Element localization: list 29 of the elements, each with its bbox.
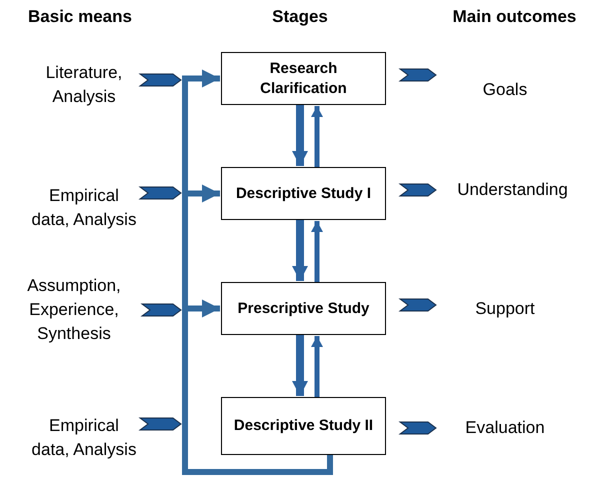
chevron-arrow (138, 186, 182, 200)
outcome-text: Understanding (440, 175, 585, 205)
arrow (292, 105, 308, 166)
chevron-arrow (398, 184, 437, 196)
basic-means-text: Literature, Analysis (30, 55, 138, 115)
chevron-arrow (398, 298, 437, 312)
arrow (311, 336, 323, 397)
chevron-arrow (138, 418, 182, 430)
stage-box: Research Clarification (221, 52, 386, 105)
column-heading: Basic means (27, 6, 133, 28)
stage-box: Descriptive Study I (221, 167, 386, 220)
stage-box: Prescriptive Study (221, 282, 386, 335)
chevron-arrow (398, 422, 437, 434)
outcome-text: Support (440, 294, 570, 324)
column-heading: Stages (271, 6, 329, 28)
basic-means-text: Empirical data, Analysis (30, 168, 138, 248)
basic-means-text: Empirical data, Analysis (30, 398, 138, 478)
arrow (311, 106, 323, 167)
outcome-text: Evaluation (440, 413, 570, 443)
basic-means-text: Assumption, Experience, Synthesis (8, 270, 140, 350)
chevron-arrow (398, 68, 437, 82)
arrow (292, 335, 308, 396)
arrow (292, 220, 308, 281)
outcome-text: Goals (440, 75, 570, 105)
chevron-arrow (138, 74, 182, 86)
column-heading: Main outcomes (452, 6, 578, 28)
stage-box: Descriptive Study II (221, 397, 386, 455)
arrow (311, 221, 323, 282)
chevron-arrow (140, 304, 182, 316)
